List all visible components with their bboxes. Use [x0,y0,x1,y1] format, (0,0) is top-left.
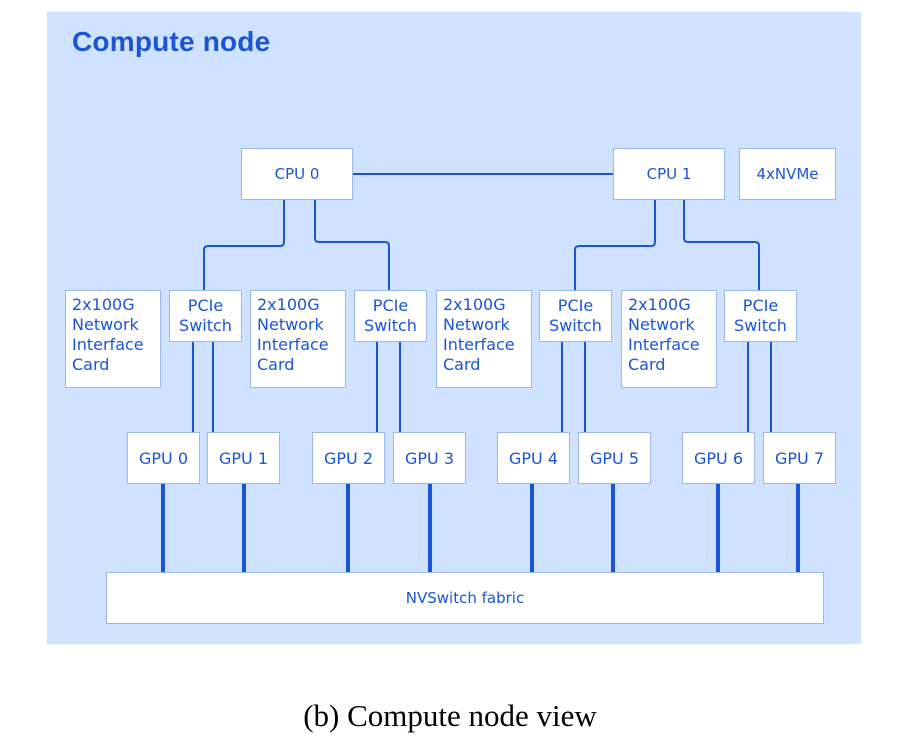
gpu-box: GPU 4 [497,432,570,484]
nic-box: 2x100G Network Interface Card [65,290,161,388]
pcie-switch-box: PCIe Switch [539,290,612,342]
cpu1-switch2-line [574,200,656,290]
nvswitch-fabric-box: NVSwitch fabric [106,572,824,624]
gpu-box: GPU 3 [393,432,466,484]
nic-box: 2x100G Network Interface Card [250,290,346,388]
cpu0-box: CPU 0 [241,148,353,200]
gpu-box: GPU 6 [682,432,755,484]
diagram-title: Compute node [72,26,271,57]
figure-caption: (b) Compute node view [303,698,597,733]
pcie-switch-box: PCIe Switch [354,290,427,342]
pcie-switch-box: PCIe Switch [169,290,242,342]
cpu1-box: CPU 1 [613,148,725,200]
gpu-box: GPU 2 [312,432,385,484]
pcie-switch-box: PCIe Switch [724,290,797,342]
nvme-storage-box: 4xNVMe [739,148,836,200]
cpu0-switch1-line [314,200,390,290]
cpu0-switch0-line [203,200,285,290]
gpu-box: GPU 1 [207,432,280,484]
gpu-box: GPU 5 [578,432,651,484]
gpu-box: GPU 7 [763,432,836,484]
gpu-box: GPU 0 [127,432,200,484]
nic-box: 2x100G Network Interface Card [621,290,717,388]
nic-box: 2x100G Network Interface Card [436,290,532,388]
cpu1-switch3-line [683,200,760,290]
